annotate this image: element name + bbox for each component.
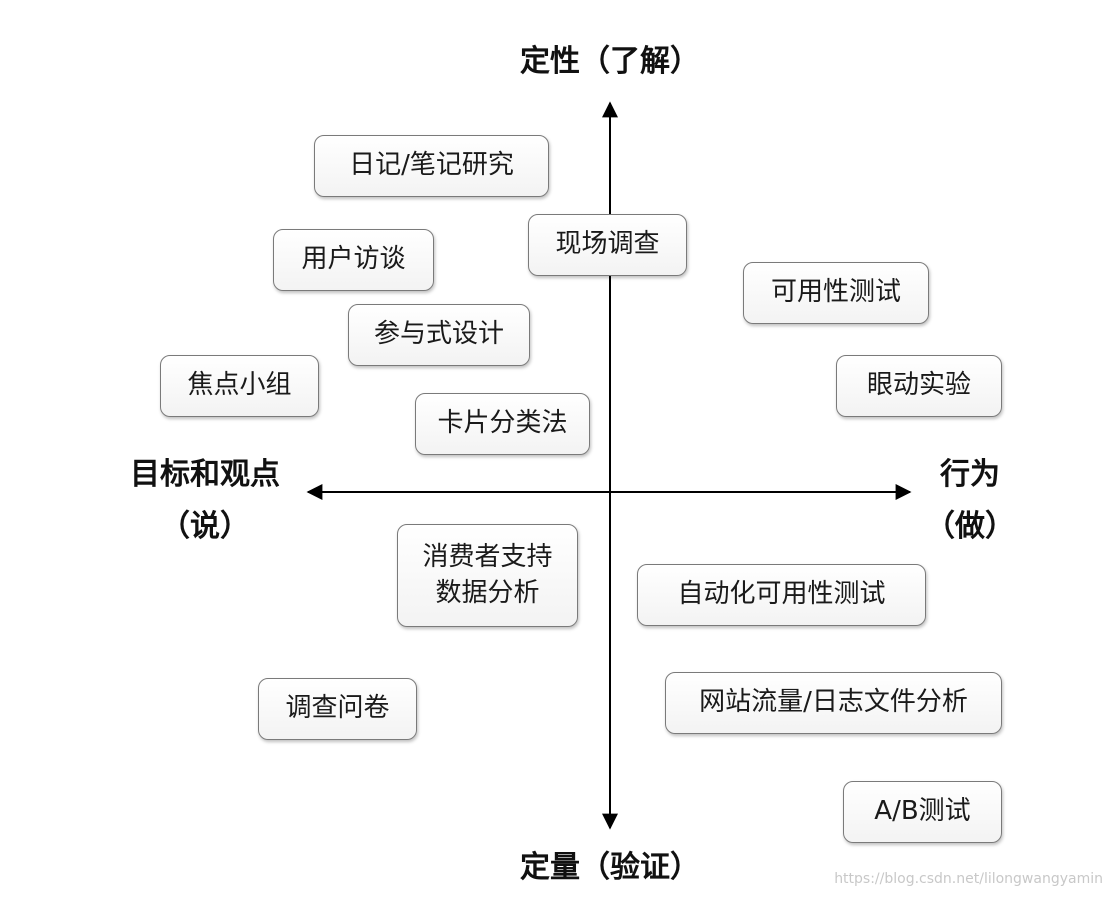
method-label: 调查问卷 (285, 693, 390, 724)
method-box-ab-test: A/B测试 (843, 781, 1002, 843)
method-box-card-sorting: 卡片分类法 (415, 393, 590, 455)
method-box-eye-tracking: 眼动实验 (836, 355, 1002, 417)
method-label: A/B测试 (874, 796, 971, 827)
axis-label-top: 定性（了解） (520, 44, 700, 79)
method-label: 消费者支持 数据分析 (422, 542, 553, 608)
method-box-traffic-log-analysis: 网站流量/日志文件分析 (665, 672, 1002, 734)
axis-label-bottom: 定量（验证） (520, 850, 700, 885)
method-box-participatory-design: 参与式设计 (348, 304, 530, 366)
method-label: 焦点小组 (187, 370, 292, 401)
axis-label-left-line2: （说） (160, 509, 250, 544)
method-box-automated-usability-test: 自动化可用性测试 (637, 564, 926, 626)
axis-label-right-line2: （做） (925, 509, 1015, 544)
method-box-usability-test: 可用性测试 (743, 262, 929, 324)
axis-label-right-line1: 行为 (940, 457, 1000, 492)
method-label: 可用性测试 (770, 277, 901, 308)
method-label: 眼动实验 (866, 370, 971, 401)
method-label: 用户访谈 (301, 244, 406, 275)
watermark-url: https://blog.csdn.net/lilongwangyamin (834, 871, 1103, 887)
method-box-user-interview: 用户访谈 (273, 229, 434, 291)
method-box-focus-group: 焦点小组 (160, 355, 319, 417)
method-label: 现场调查 (555, 229, 660, 260)
method-box-survey: 调查问卷 (258, 678, 417, 740)
method-label: 网站流量/日志文件分析 (699, 687, 968, 718)
method-box-customer-support-analysis: 消费者支持 数据分析 (397, 524, 578, 627)
method-label: 自动化可用性测试 (677, 579, 886, 610)
method-label: 日记/笔记研究 (349, 150, 514, 181)
method-label: 参与式设计 (373, 319, 504, 350)
axis-label-left-line1: 目标和观点 (130, 457, 280, 492)
method-box-field-study: 现场调查 (528, 214, 687, 276)
method-box-diary-study: 日记/笔记研究 (314, 135, 549, 197)
method-label: 卡片分类法 (437, 408, 568, 439)
